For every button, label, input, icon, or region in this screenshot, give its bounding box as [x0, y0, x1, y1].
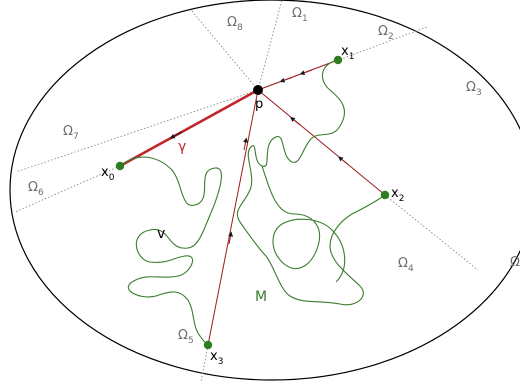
ray-x1-p: [257, 59, 339, 91]
v-label: v: [157, 226, 165, 242]
point-x0-marker: [115, 161, 125, 171]
region-separators: [14, 0, 479, 383]
manifold-curve: [119, 156, 222, 346]
point-x0-label: x0: [101, 165, 115, 183]
region-label-outer: Ω: [510, 255, 520, 270]
ray-x3-p: [207, 89, 259, 346]
manifold-curve-upper: [236, 59, 386, 306]
point-p-marker: [253, 85, 263, 95]
separator-4-5: [200, 344, 209, 383]
gamma-arrow: [169, 131, 183, 139]
region-label-7: Ω7: [63, 124, 79, 142]
ray-arrow-x3a: [228, 231, 233, 245]
manifold-curve-loop: [261, 165, 346, 283]
region-label-6: Ω6: [28, 180, 44, 198]
point-x1-label: x1: [341, 44, 354, 62]
ray-arrow-x1b: [279, 77, 293, 83]
ray-arrow-x2a: [338, 156, 349, 165]
separator-7-8: [190, 9, 259, 91]
manifold-label: M: [255, 289, 267, 305]
point-x2-marker: [380, 190, 390, 200]
ray-x2-p: [257, 89, 386, 196]
separator-6-7: [15, 89, 259, 173]
region-label-2: Ω2: [378, 24, 394, 42]
point-x3-label: x3: [210, 349, 223, 367]
points: [115, 55, 390, 350]
separator-5-6: [14, 165, 121, 213]
region-label-1: Ω1: [292, 6, 308, 24]
region-label-4: Ω4: [398, 256, 414, 274]
rays: [207, 59, 386, 346]
gamma-label: γ: [178, 139, 186, 155]
region-labels: Ω1 Ω2 Ω3 Ω4 Ω5 Ω6 Ω7 Ω8 Ω: [28, 6, 520, 346]
domain-boundary: [9, 0, 520, 381]
point-x3-marker: [203, 340, 213, 350]
point-labels: p x0 x1 x2 x3: [101, 44, 404, 367]
region-label-5: Ω5: [178, 328, 194, 346]
point-x1-marker: [333, 55, 343, 65]
region-label-8: Ω8: [227, 15, 243, 33]
ray-arrow-x1a: [299, 69, 313, 76]
gamma-geodesic: [119, 88, 259, 168]
ray-arrow-x3b: [243, 137, 248, 151]
ray-arrow-x2b: [290, 116, 301, 126]
point-x2-label: x2: [391, 186, 404, 204]
region-label-3: Ω3: [466, 80, 482, 98]
point-p-label: p: [255, 97, 263, 112]
separator-8-1: [257, 0, 283, 91]
separator-3-4: [384, 194, 479, 271]
